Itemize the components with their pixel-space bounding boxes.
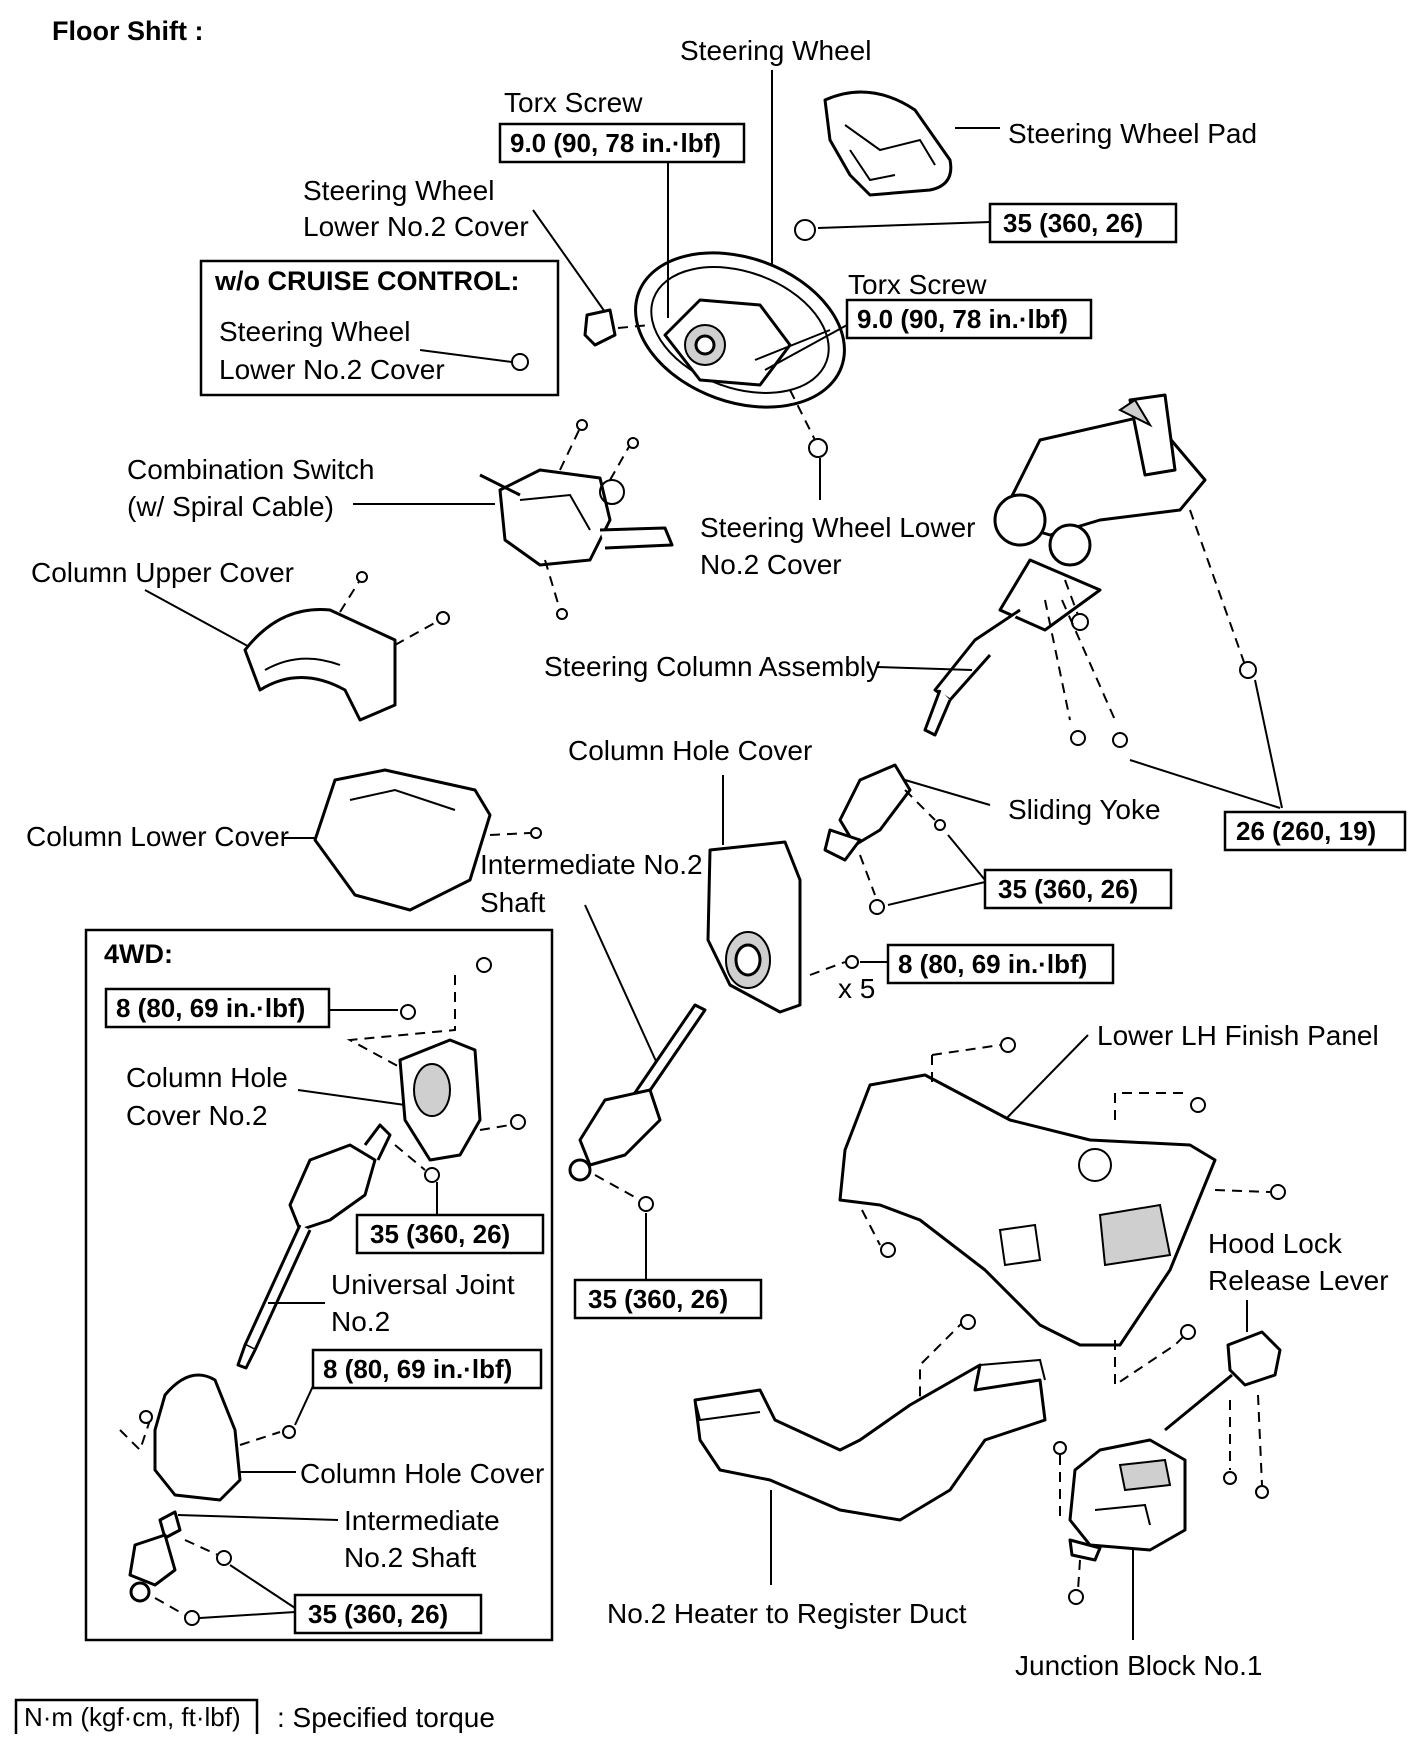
nut-icon — [794, 219, 816, 241]
cruise-box-title: w/o CRUISE CONTROL: — [214, 266, 520, 296]
torque-fourwd-hole-cover: 8 (80, 69 in.·lbf) — [323, 1354, 512, 1384]
label-sw-lower-cover-c-2: No.2 Cover — [700, 549, 842, 580]
torque-pad-nut: 35 (360, 26) — [1003, 208, 1143, 238]
torque-box-torx-right — [845, 298, 1093, 340]
torque-box-sliding-yoke — [983, 868, 1173, 910]
torque-box-fourwd-joint — [355, 1213, 545, 1255]
hood-lock-lever-drawing — [1164, 1330, 1282, 1432]
torque-fourwd-hole-cover-no2: 8 (80, 69 in.·lbf) — [116, 993, 305, 1023]
label-sw-lower-cover-c-1: Steering Wheel Lower — [700, 512, 975, 543]
fourwd-label-column-hole-cover: Column Hole Cover — [300, 1458, 544, 1489]
label-torx-screw-top: Torx Screw — [504, 87, 643, 118]
torque-box-column-mount — [1223, 810, 1407, 852]
intermediate-shaft-drawing — [568, 1003, 707, 1182]
column-lower-cover-drawing — [313, 768, 492, 912]
label-steering-wheel-pad: Steering Wheel Pad — [1008, 118, 1257, 149]
torque-sliding-yoke: 35 (360, 26) — [998, 874, 1138, 904]
label-intermediate-shaft-1: Intermediate No.2 — [480, 849, 703, 880]
lower-lh-finish-panel-drawing — [838, 1073, 1217, 1347]
torque-fourwd-joint: 35 (360, 26) — [370, 1219, 510, 1249]
torque-box-torx-top — [498, 122, 746, 164]
label-junction-block: Junction Block No.1 — [1015, 1650, 1262, 1681]
legend-meaning: : Specified torque — [277, 1702, 495, 1733]
torque-fourwd-shaft: 35 (360, 26) — [308, 1599, 448, 1629]
label-column-upper-cover: Column Upper Cover — [31, 557, 294, 588]
fourwd-box — [84, 928, 554, 1642]
fourwd-box-title: 4WD: — [104, 939, 173, 969]
label-steering-column-assembly: Steering Column Assembly — [544, 651, 880, 682]
label-hood-lock-2: Release Lever — [1208, 1265, 1389, 1296]
label-times-five: x 5 — [838, 973, 875, 1004]
page-title: Floor Shift : — [52, 16, 203, 46]
torque-hole-cover-bolts: 8 (80, 69 in.·lbf) — [898, 949, 1087, 979]
fourwd-label-intermediate-2: No.2 Shaft — [344, 1542, 477, 1573]
combination-switch-drawing — [479, 468, 674, 567]
label-sw-lower-cover-a-2: Lower No.2 Cover — [303, 211, 529, 242]
fourwd-label-intermediate-1: Intermediate — [344, 1505, 500, 1536]
label-combination-switch-2: (w/ Spiral Cable) — [127, 491, 334, 522]
torque-box-fourwd-shaft — [293, 1593, 483, 1635]
label-lower-lh-finish-panel: Lower LH Finish Panel — [1097, 1020, 1379, 1051]
fourwd-label-universal-joint-2: No.2 — [331, 1306, 390, 1337]
legend-unit: N·m (kgf·cm, ft·lbf) — [24, 1702, 241, 1732]
torque-box-fourwd-hole-cover — [311, 1348, 543, 1390]
torque-torx-top: 9.0 (90, 78 in.·lbf) — [510, 128, 721, 158]
cover-clip-drawing-a — [583, 308, 617, 347]
clip-icon — [511, 353, 529, 371]
fourwd-label-hole-cover-no2-2: Cover No.2 — [126, 1100, 268, 1131]
cruise-control-box — [199, 259, 560, 397]
label-torx-screw-right: Torx Screw — [848, 269, 987, 300]
label-intermediate-shaft-2: Shaft — [480, 887, 546, 918]
torque-torx-right: 9.0 (90, 78 in.·lbf) — [857, 304, 1068, 334]
column-hole-cover-drawing — [706, 840, 802, 1014]
steering-wheel-pad-drawing — [823, 90, 953, 197]
leader-sw-lower-cover-a — [532, 209, 606, 313]
cruise-box-label-2: Lower No.2 Cover — [219, 354, 445, 385]
label-column-lower-cover: Column Lower Cover — [26, 821, 289, 852]
fourwd-universal-joint-drawing — [236, 1123, 392, 1370]
fourwd-column-hole-cover-drawing — [153, 1373, 242, 1502]
column-upper-cover-drawing — [243, 608, 397, 722]
steering-wheel-drawing — [634, 251, 846, 409]
steering-column-assembly-drawing — [923, 393, 1207, 737]
sliding-yoke-drawing — [823, 763, 912, 862]
clip-icon — [808, 438, 828, 458]
torque-box-fourwd-hole-cover-no2 — [104, 987, 331, 1029]
cruise-box-label-1: Steering Wheel — [219, 316, 410, 347]
fourwd-label-universal-joint-1: Universal Joint — [331, 1269, 515, 1300]
torque-box-pad-nut — [988, 202, 1178, 244]
label-hood-lock-1: Hood Lock — [1208, 1228, 1343, 1259]
label-sw-lower-cover-a-1: Steering Wheel — [303, 175, 494, 206]
heater-duct-drawing — [693, 1358, 1047, 1522]
label-column-hole-cover: Column Hole Cover — [568, 735, 812, 766]
torque-column-mount: 26 (260, 19) — [1236, 816, 1376, 846]
label-sliding-yoke: Sliding Yoke — [1008, 794, 1161, 825]
torque-box-intermediate — [573, 1278, 763, 1320]
fourwd-hole-cover-no2-drawing — [398, 1038, 482, 1162]
fourwd-label-hole-cover-no2-1: Column Hole — [126, 1062, 288, 1093]
leader-pad-nut — [817, 221, 991, 229]
label-combination-switch-1: Combination Switch — [127, 454, 374, 485]
label-heater-duct: No.2 Heater to Register Duct — [607, 1598, 967, 1629]
torque-box-hole-cover-bolts — [886, 943, 1115, 985]
junction-block-drawing — [1068, 1438, 1187, 1562]
fourwd-intermediate-shaft-drawing — [128, 1510, 182, 1603]
torque-intermediate: 35 (360, 26) — [588, 1284, 728, 1314]
label-steering-wheel: Steering Wheel — [680, 35, 871, 66]
